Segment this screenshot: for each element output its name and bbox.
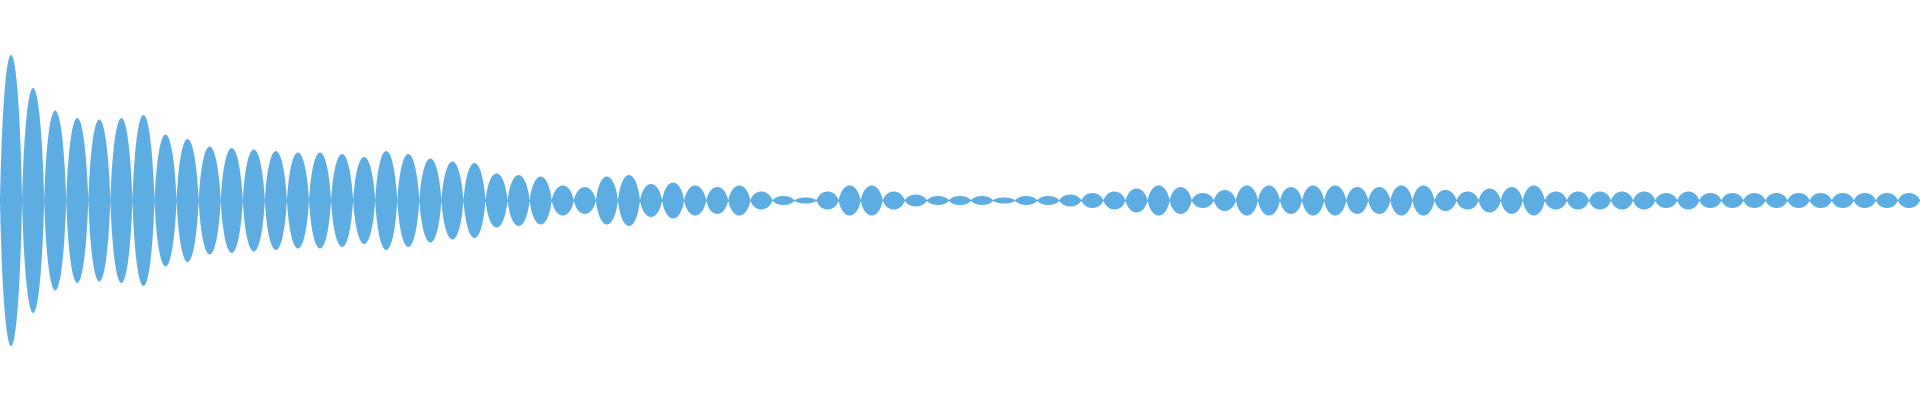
audio-waveform-icon [0, 55, 1920, 346]
